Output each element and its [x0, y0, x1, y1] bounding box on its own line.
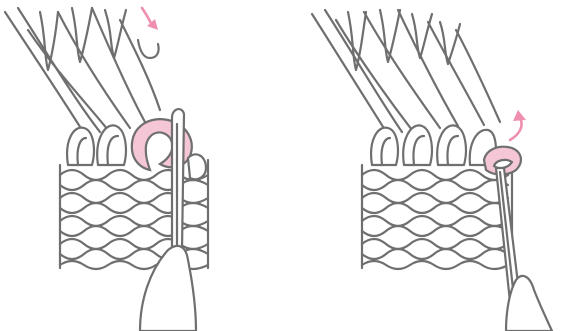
- live-stitches: [371, 125, 496, 165]
- live-stitches: [67, 125, 126, 165]
- stitch-rows: [362, 170, 508, 269]
- yarn-strands: [312, 10, 500, 132]
- direction-arrow: [510, 110, 526, 140]
- direction-arrow: [142, 8, 158, 30]
- knitted-fabric: [362, 160, 512, 269]
- yarn-strands: [5, 8, 160, 132]
- knitting-needle: [140, 246, 196, 331]
- knitting-needle: [506, 276, 552, 331]
- needle-tip: [172, 109, 184, 252]
- panel-step-2: [312, 10, 552, 331]
- panel-step-1: [5, 8, 208, 331]
